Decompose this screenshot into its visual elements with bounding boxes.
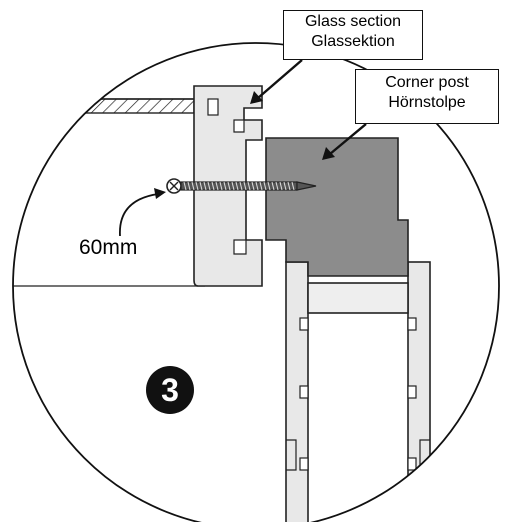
screw-length-label: 60mm bbox=[79, 236, 138, 259]
screw-icon bbox=[166, 178, 317, 194]
arrow-icon bbox=[119, 59, 367, 237]
corner-post-callout: Corner post Hörnstolpe bbox=[355, 69, 499, 124]
corner-post-block bbox=[265, 137, 409, 277]
corner-post-label-en: Corner post bbox=[385, 74, 469, 91]
step-number-badge: 3 bbox=[146, 366, 194, 414]
detail-circle bbox=[12, 42, 500, 522]
corner-post-label-sv: Hörnstolpe bbox=[388, 94, 466, 111]
glass-section-label-en: Glass section bbox=[304, 13, 402, 30]
glass-section-callout: Glass section Glassektion bbox=[283, 10, 423, 60]
glass-pane bbox=[59, 98, 195, 114]
profile-groove-bottom bbox=[233, 239, 247, 255]
profile-slot bbox=[207, 98, 219, 116]
corner-post-base bbox=[285, 261, 431, 522]
glass-section-label-sv: Glassektion bbox=[311, 33, 395, 50]
profile-groove-top bbox=[233, 119, 245, 133]
